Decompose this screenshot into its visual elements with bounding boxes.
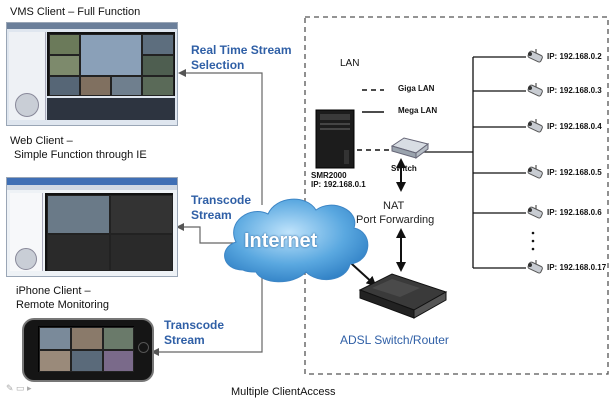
smr2000-server-icon bbox=[315, 109, 355, 169]
camera-ip-label: IP: 192.168.0.4 bbox=[547, 122, 602, 131]
camera-ip-label: IP: 192.168.0.3 bbox=[547, 86, 602, 95]
internet-cloud-icon bbox=[224, 198, 369, 283]
nat-label-2: Port Forwarding bbox=[356, 214, 435, 226]
realtime-stream-label-1: Real Time Stream bbox=[191, 43, 292, 57]
nat-label-1: NAT bbox=[383, 200, 405, 212]
adsl-router-icon bbox=[358, 273, 448, 319]
camera-icon bbox=[527, 205, 543, 219]
vms-client-screenshot bbox=[6, 22, 178, 126]
transcode-web-line bbox=[176, 223, 237, 244]
camera-icon bbox=[527, 119, 543, 133]
iphone-client-title-1: iPhone Client – bbox=[16, 285, 91, 297]
realtime-stream-line bbox=[178, 69, 263, 205]
web-client-screenshot bbox=[6, 177, 178, 277]
lan-boundary bbox=[304, 16, 609, 375]
caption: Multiple ClientAccess bbox=[231, 386, 336, 398]
transcode-web-label-1: Transcode bbox=[191, 193, 252, 207]
legend-giga-label: Giga LAN bbox=[398, 84, 435, 93]
iphone-client-title-2: Remote Monitoring bbox=[16, 299, 109, 311]
camera-icon bbox=[527, 260, 543, 274]
legend-mega-label: Mega LAN bbox=[398, 106, 438, 115]
camera-icon bbox=[527, 165, 543, 179]
web-client-title-2: Simple Function through IE bbox=[14, 149, 147, 161]
web-client-title-1: Web Client – bbox=[10, 135, 73, 147]
lan-title: LAN bbox=[340, 58, 360, 69]
internet-label: Internet bbox=[244, 230, 318, 252]
camera-ip-label: IP: 192.168.0.5 bbox=[547, 168, 602, 177]
iphone-device bbox=[22, 318, 154, 382]
transcode-iphone-line bbox=[151, 275, 263, 356]
realtime-stream-label-2: Selection bbox=[191, 58, 245, 72]
camera-icons bbox=[527, 49, 543, 274]
transcode-iphone-label-1: Transcode bbox=[164, 318, 225, 332]
switch-label: Switch bbox=[391, 164, 417, 173]
camera-ip-label: IP: 192.168.0.17 bbox=[547, 263, 607, 272]
server-model: SMR2000 bbox=[311, 171, 347, 180]
camera-ip-label: IP: 192.168.0.2 bbox=[547, 52, 602, 61]
server-ip: IP: 192.168.0.1 bbox=[311, 180, 366, 189]
router-label: ADSL Switch/Router bbox=[340, 333, 449, 347]
vms-client-title: VMS Client – Full Function bbox=[10, 6, 141, 18]
transcode-iphone-label-2: Stream bbox=[164, 333, 205, 347]
iphone-screen bbox=[38, 326, 134, 372]
transcode-web-label-2: Stream bbox=[191, 208, 232, 222]
camera-ip-label: IP: 192.168.0.6 bbox=[547, 208, 602, 217]
camera-icon bbox=[527, 83, 543, 97]
camera-icon bbox=[527, 49, 543, 63]
edit-toolbar-icons: ✎ ▭ ▸ bbox=[6, 383, 32, 393]
switch-icon bbox=[390, 137, 430, 159]
